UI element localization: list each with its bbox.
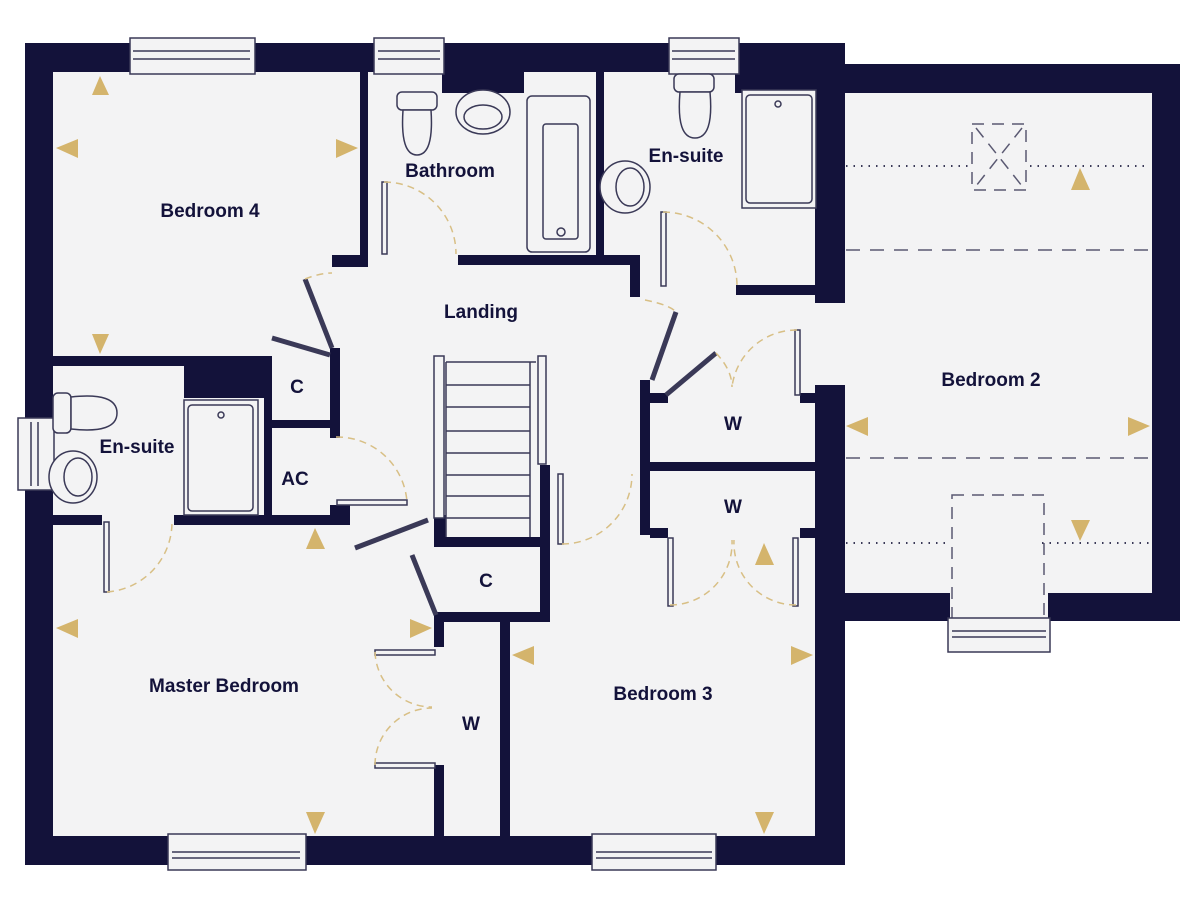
window-icon [167,833,307,871]
triangle-arrow-icon [846,417,868,436]
window-icon [17,417,55,491]
window-icon [668,37,740,75]
triangle-arrow-icon [512,646,534,665]
triangle-arrow-icon [410,619,432,638]
triangle-arrow-icon [306,812,325,834]
fixtures [48,73,817,537]
window-icon [373,37,445,75]
triangle-arrow-icon [306,528,325,549]
triangle-arrow-icon [755,812,774,834]
triangle-arrow-icon [56,619,78,638]
walls [25,43,1180,865]
window-icon [591,833,717,871]
triangle-arrow-icon [791,646,813,665]
room-label-bathroom: Bathroom [405,161,495,182]
triangle-arrow-icon [1128,417,1150,436]
triangle-arrow-icon [1071,520,1090,541]
room-label-en-suite-top: En-suite [649,146,724,167]
room-label-wardrobe-1: W [724,414,742,435]
shower-tray-icon [183,399,259,516]
room-labels: Bedroom 4 Bathroom En-suite Landing Bedr… [100,146,1041,735]
room-label-landing: Landing [444,302,518,323]
room-label-bedroom-3: Bedroom 3 [613,684,712,705]
window-icon [129,37,256,75]
triangle-arrow-icon [755,543,774,565]
basin-icon [48,450,98,504]
toilet-icon [396,91,438,156]
shower-tray-icon [741,89,817,209]
skylight-icon [971,123,1027,191]
room-label-airing-cupboard: AC [281,469,309,490]
basin-icon [599,160,651,214]
toilet-icon [673,73,715,139]
triangle-arrow-icon [92,334,109,354]
triangle-arrow-icon [336,139,358,158]
triangle-arrow-icon [56,139,78,158]
toilet-icon [52,392,118,434]
room-label-bedroom-2: Bedroom 2 [941,370,1040,391]
room-label-cupboard-1: C [290,377,304,398]
staircase-icon [433,355,547,537]
triangle-arrow-icon [92,76,109,95]
room-label-bedroom-4: Bedroom 4 [160,201,260,222]
dimension-markers [56,76,1150,834]
window-icon [947,617,1051,653]
windows [17,37,1051,871]
room-label-wardrobe-3: W [462,714,480,735]
room-label-cupboard-2: C [479,571,493,592]
doors [103,181,801,769]
room-label-wardrobe-2: W [724,497,742,518]
basin-icon [455,89,511,135]
room-label-en-suite-left: En-suite [100,437,175,458]
triangle-arrow-icon [1071,168,1090,190]
bath-icon [526,95,591,253]
room-label-master-bedroom: Master Bedroom [149,676,299,697]
